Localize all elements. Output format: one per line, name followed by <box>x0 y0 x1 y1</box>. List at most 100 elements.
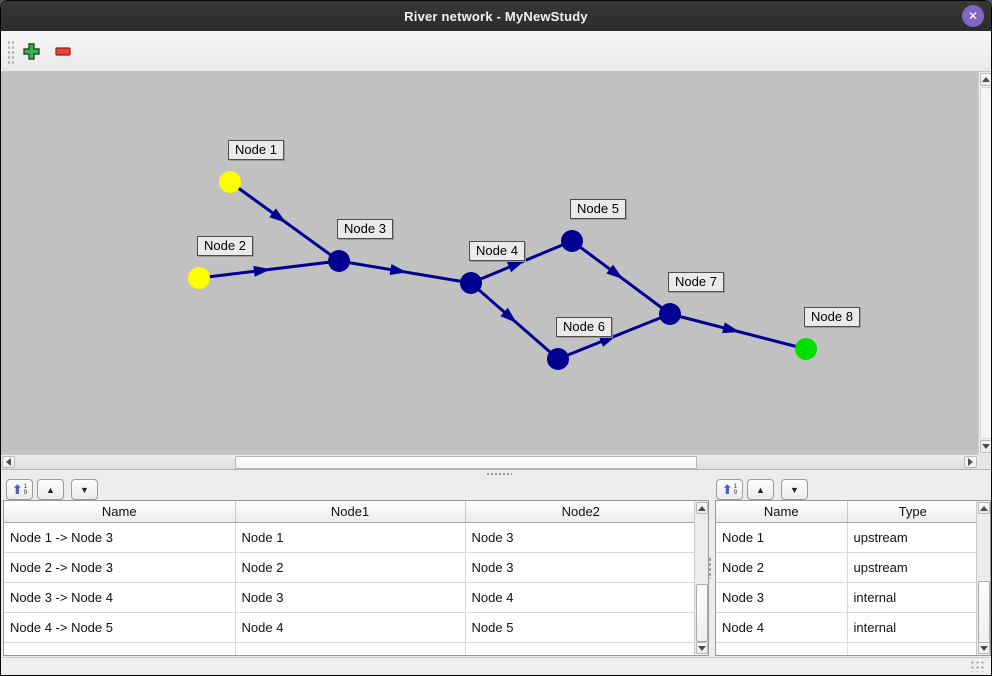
remove-button[interactable] <box>51 39 75 63</box>
table-cell[interactable]: Node 3 <box>465 552 696 583</box>
flow-arrow-icon <box>269 208 287 223</box>
table-cell[interactable]: internal <box>847 612 978 643</box>
scroll-down-button[interactable] <box>978 642 990 654</box>
window-title: River network - MyNewStudy <box>404 8 588 24</box>
close-button[interactable]: ✕ <box>962 5 984 27</box>
flow-arrow-icon <box>722 322 740 334</box>
table-cell[interactable]: upstream <box>847 552 978 583</box>
scroll-up-button[interactable] <box>978 502 990 514</box>
table-cell[interactable]: Node 1 <box>716 522 848 553</box>
graph-node[interactable] <box>795 338 817 360</box>
table-cell[interactable]: Node 3 -> Node 4 <box>4 582 236 613</box>
scrollbar-thumb[interactable] <box>235 456 697 469</box>
title-bar[interactable]: River network - MyNewStudy ✕ <box>1 1 991 31</box>
graph-node[interactable] <box>188 267 210 289</box>
node-label: Node 3 <box>337 219 393 239</box>
branches-move-up-button[interactable]: ▲ <box>37 479 64 500</box>
toolbar-grip[interactable] <box>7 40 15 64</box>
close-icon: ✕ <box>967 9 979 23</box>
resize-grip-icon[interactable] <box>970 660 985 672</box>
graph-node[interactable] <box>460 272 482 294</box>
scrollbar-thumb[interactable] <box>980 87 991 439</box>
column-header-node2[interactable]: Node2 <box>465 501 696 523</box>
table-cell[interactable]: upstream <box>847 522 978 553</box>
move-down-icon: ▼ <box>790 484 799 495</box>
graph-node[interactable] <box>219 171 241 193</box>
graph-node[interactable] <box>659 303 681 325</box>
node-label: Node 2 <box>197 236 253 256</box>
table-cell[interactable]: Node 5 <box>465 612 696 643</box>
table-cell[interactable]: internal <box>847 582 978 613</box>
table-cell[interactable]: Node 2 -> Node 3 <box>4 552 236 583</box>
column-header-node1[interactable]: Node1 <box>235 501 466 523</box>
flow-arrow-icon <box>500 307 517 324</box>
move-down-icon: ▼ <box>80 484 89 495</box>
scroll-right-icon <box>968 458 973 466</box>
canvas-vertical-scrollbar[interactable] <box>978 72 991 454</box>
graph-node[interactable] <box>328 250 350 272</box>
scroll-up-button[interactable] <box>980 73 991 86</box>
scroll-down-icon <box>698 645 706 651</box>
horizontal-splitter[interactable] <box>1 469 991 477</box>
splitter-handle-icon <box>486 472 512 476</box>
nodes-table-scrollbar[interactable] <box>976 501 990 655</box>
node-label: Node 4 <box>469 241 525 261</box>
scroll-down-button[interactable] <box>696 642 708 654</box>
table-cell[interactable]: Node 4 <box>235 612 466 643</box>
table-cell[interactable]: Node 3 <box>716 582 848 613</box>
table-cell[interactable]: Node 2 <box>716 552 848 583</box>
graph-node[interactable] <box>547 348 569 370</box>
scroll-up-icon <box>980 505 988 511</box>
table-cell[interactable]: Node 4 -> Node 5 <box>4 612 236 643</box>
table-cell[interactable]: Node 1 <box>235 522 466 553</box>
scroll-right-button[interactable] <box>964 456 977 468</box>
branches-table-scrollbar[interactable] <box>694 501 708 655</box>
scroll-down-icon <box>980 645 988 651</box>
column-header-name[interactable]: Name <box>4 501 236 523</box>
graph-node[interactable] <box>561 230 583 252</box>
vertical-splitter[interactable] <box>708 557 712 579</box>
column-header-type[interactable]: Type <box>847 501 978 523</box>
scrollbar-thumb[interactable] <box>696 584 708 642</box>
table-cell[interactable]: Node 3 <box>235 582 466 613</box>
branches-move-down-button[interactable]: ▼ <box>71 479 98 500</box>
scroll-left-button[interactable] <box>2 456 15 468</box>
table-cell[interactable]: Node 3 <box>465 522 696 553</box>
table-cell[interactable]: Node 4 <box>716 612 848 643</box>
add-plus-icon <box>22 42 40 60</box>
canvas-horizontal-scrollbar[interactable] <box>1 454 978 469</box>
column-header-name[interactable]: Name <box>716 501 848 523</box>
scrollbar-thumb[interactable] <box>978 581 990 644</box>
status-bar <box>1 657 991 675</box>
scroll-down-button[interactable] <box>980 440 991 453</box>
node-label: Node 1 <box>228 140 284 160</box>
node-label: Node 7 <box>668 272 724 292</box>
nodes-move-up-button[interactable]: ▲ <box>747 479 774 500</box>
nodes-move-down-button[interactable]: ▼ <box>781 479 808 500</box>
scrollbar-corner <box>978 454 991 469</box>
flow-arrow-icon <box>606 264 624 280</box>
table-cell[interactable]: Node 1 -> Node 3 <box>4 522 236 553</box>
remove-minus-icon <box>55 47 71 56</box>
table-cell[interactable]: Node 2 <box>235 552 466 583</box>
scroll-left-icon <box>6 458 11 466</box>
main-toolbar <box>1 31 991 72</box>
add-button[interactable] <box>19 39 43 63</box>
table-cell[interactable]: Node 4 <box>465 582 696 613</box>
scroll-down-icon <box>982 444 990 449</box>
scroll-up-button[interactable] <box>696 502 708 514</box>
